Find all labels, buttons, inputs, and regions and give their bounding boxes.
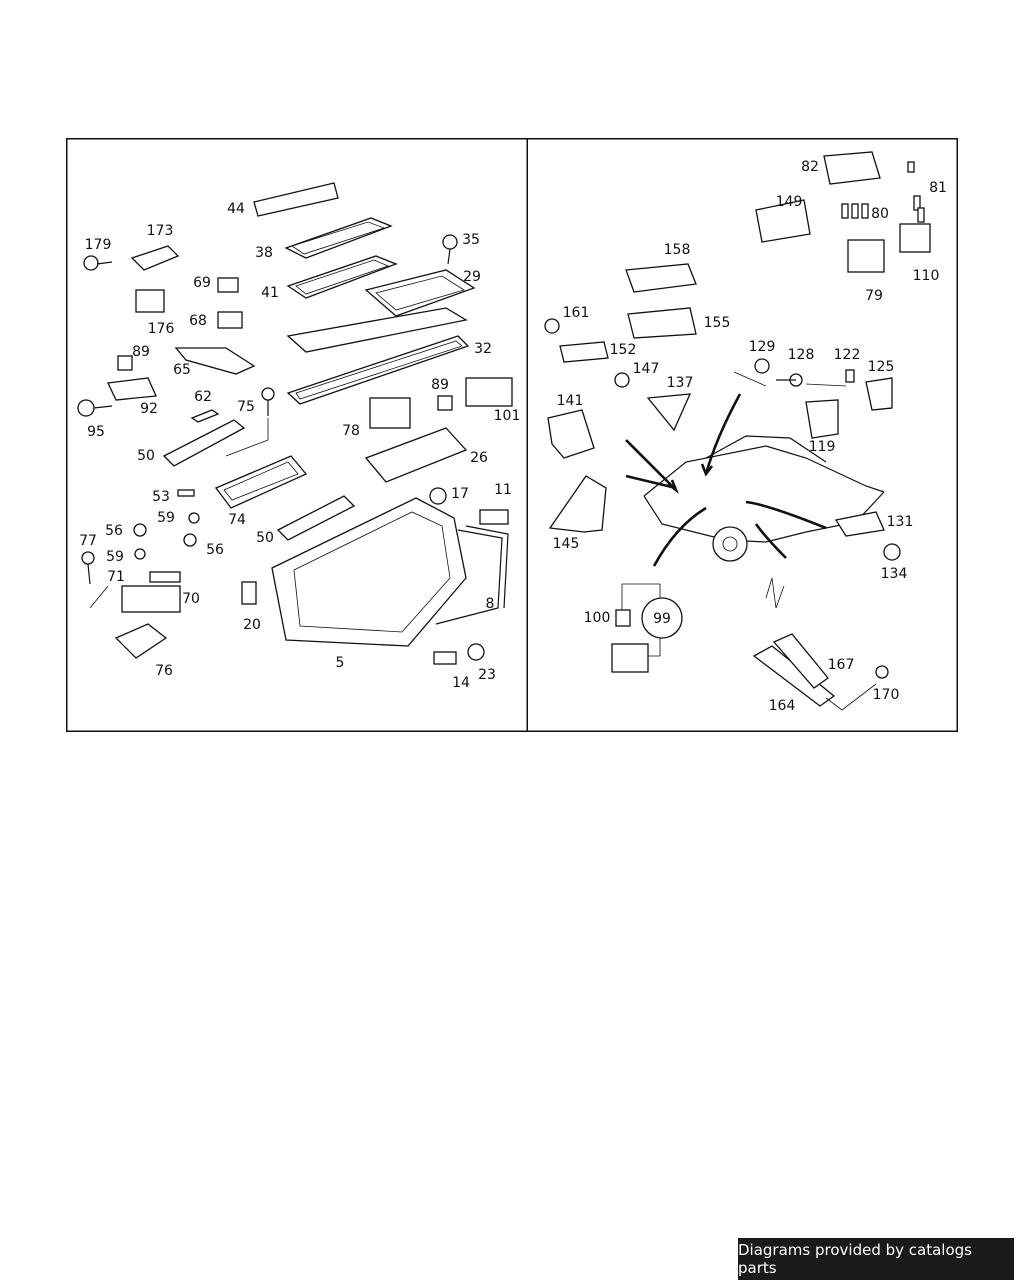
callout-label: 131 — [887, 514, 914, 530]
callout-label: 95 — [87, 424, 105, 440]
callout-label: 53 — [152, 489, 170, 505]
callout-label: 29 — [463, 269, 481, 285]
callout-label: 35 — [462, 232, 480, 248]
callout-label: 11 — [494, 482, 512, 498]
callout-label: 68 — [189, 313, 207, 329]
callout-label: 65 — [173, 362, 191, 378]
callout-label: 125 — [868, 359, 895, 375]
callout-label: 20 — [243, 617, 261, 633]
callout-label: 164 — [769, 698, 796, 714]
callout-label: 79 — [865, 288, 883, 304]
callout-label: 41 — [261, 285, 279, 301]
callout-label: 80 — [871, 206, 889, 222]
parts-diagram: 44 179 173 38 35 29 69 41 176 68 89 32 6… — [66, 138, 958, 732]
callout-label: 147 — [633, 361, 660, 377]
callout-label: 23 — [478, 667, 496, 683]
callout-label: 89 — [431, 377, 449, 393]
callout-label: 141 — [557, 393, 584, 409]
callout-label: 145 — [553, 536, 580, 552]
callout-label: 167 — [828, 657, 855, 673]
callout-label: 82 — [801, 159, 819, 175]
callout-label: 78 — [342, 423, 360, 439]
callout-label: 119 — [809, 439, 836, 455]
right-panel-parts — [544, 151, 931, 711]
callout-label: 89 — [132, 344, 150, 360]
callout-label: 149 — [776, 194, 803, 210]
callout-label: 152 — [610, 342, 637, 358]
callout-label: 75 — [237, 399, 255, 415]
callout-label: 100 — [584, 610, 611, 626]
callout-label: 128 — [788, 347, 815, 363]
callout-label: 44 — [227, 201, 245, 217]
callout-label: 50 — [137, 448, 155, 464]
callout-label: 173 — [147, 223, 174, 239]
callout-label: 122 — [834, 347, 861, 363]
callout-label: 14 — [452, 675, 470, 691]
callout-label: 155 — [704, 315, 731, 331]
callout-label: 26 — [470, 450, 488, 466]
footer-text: Diagrams provided by catalogs parts — [738, 1241, 972, 1277]
left-panel-parts — [77, 182, 513, 665]
callout-label: 92 — [140, 401, 158, 417]
callout-label: 56 — [206, 542, 224, 558]
callout-label: 32 — [474, 341, 492, 357]
callout-label: 56 — [105, 523, 123, 539]
callout-label: 8 — [486, 596, 495, 612]
callout-label: 158 — [664, 242, 691, 258]
callout-label: 99 — [653, 611, 671, 627]
callout-label: 74 — [228, 512, 246, 528]
callout-label: 50 — [256, 530, 274, 546]
callout-label: 137 — [667, 375, 694, 391]
callout-label: 62 — [194, 389, 212, 405]
callout-label: 170 — [873, 687, 900, 703]
callout-label: 69 — [193, 275, 211, 291]
callout-label: 38 — [255, 245, 273, 261]
callout-label: 70 — [182, 591, 200, 607]
callout-label: 134 — [881, 566, 908, 582]
right-panel-callouts: 82 81 149 80 79 110 158 161 155 152 129 … — [553, 159, 947, 714]
callout-label: 129 — [749, 339, 776, 355]
footer-attribution-banner: Diagrams provided by catalogs parts — [738, 1238, 1014, 1280]
left-panel-callouts: 44 179 173 38 35 29 69 41 176 68 89 32 6… — [79, 201, 520, 691]
right-panel-border — [526, 138, 958, 732]
callout-label: 161 — [563, 305, 590, 321]
callout-label: 81 — [929, 180, 947, 196]
callout-label: 77 — [79, 533, 97, 549]
callout-label: 5 — [336, 655, 345, 671]
callout-label: 176 — [148, 321, 175, 337]
callout-label: 179 — [85, 237, 112, 253]
callout-label: 71 — [107, 569, 125, 585]
callout-label: 59 — [157, 510, 175, 526]
callout-label: 110 — [913, 268, 940, 284]
callout-label: 59 — [106, 549, 124, 565]
callout-label: 101 — [494, 408, 521, 424]
callout-label: 17 — [451, 486, 469, 502]
callout-label: 76 — [155, 663, 173, 679]
